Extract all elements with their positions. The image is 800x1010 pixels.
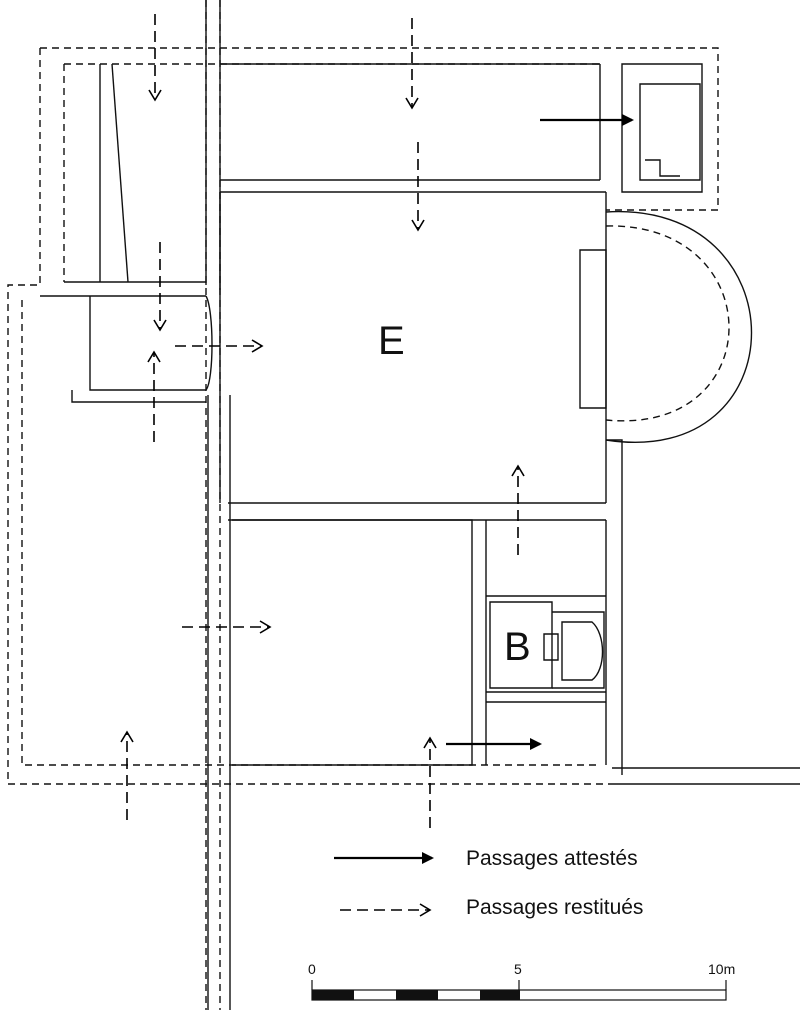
walls — [40, 0, 800, 1010]
legend: Passages attestés Passages restitués — [334, 847, 643, 919]
attested-passages — [446, 114, 634, 750]
restored-passages — [120, 14, 525, 828]
scale-bar: 0 5 10m — [308, 961, 735, 1001]
room-e-label: E — [378, 319, 405, 363]
legend-attested-label: Passages attestés — [466, 847, 638, 870]
scale-segment — [396, 990, 438, 1000]
scale-label-mid: 5 — [514, 961, 522, 977]
scale-label-end: 10m — [708, 961, 735, 977]
scale-segment — [480, 990, 520, 1000]
legend-restored-label: Passages restitués — [466, 896, 643, 919]
room-b-label: B — [504, 625, 531, 669]
scale-label-start: 0 — [308, 961, 316, 977]
scale-segment — [312, 990, 354, 1000]
